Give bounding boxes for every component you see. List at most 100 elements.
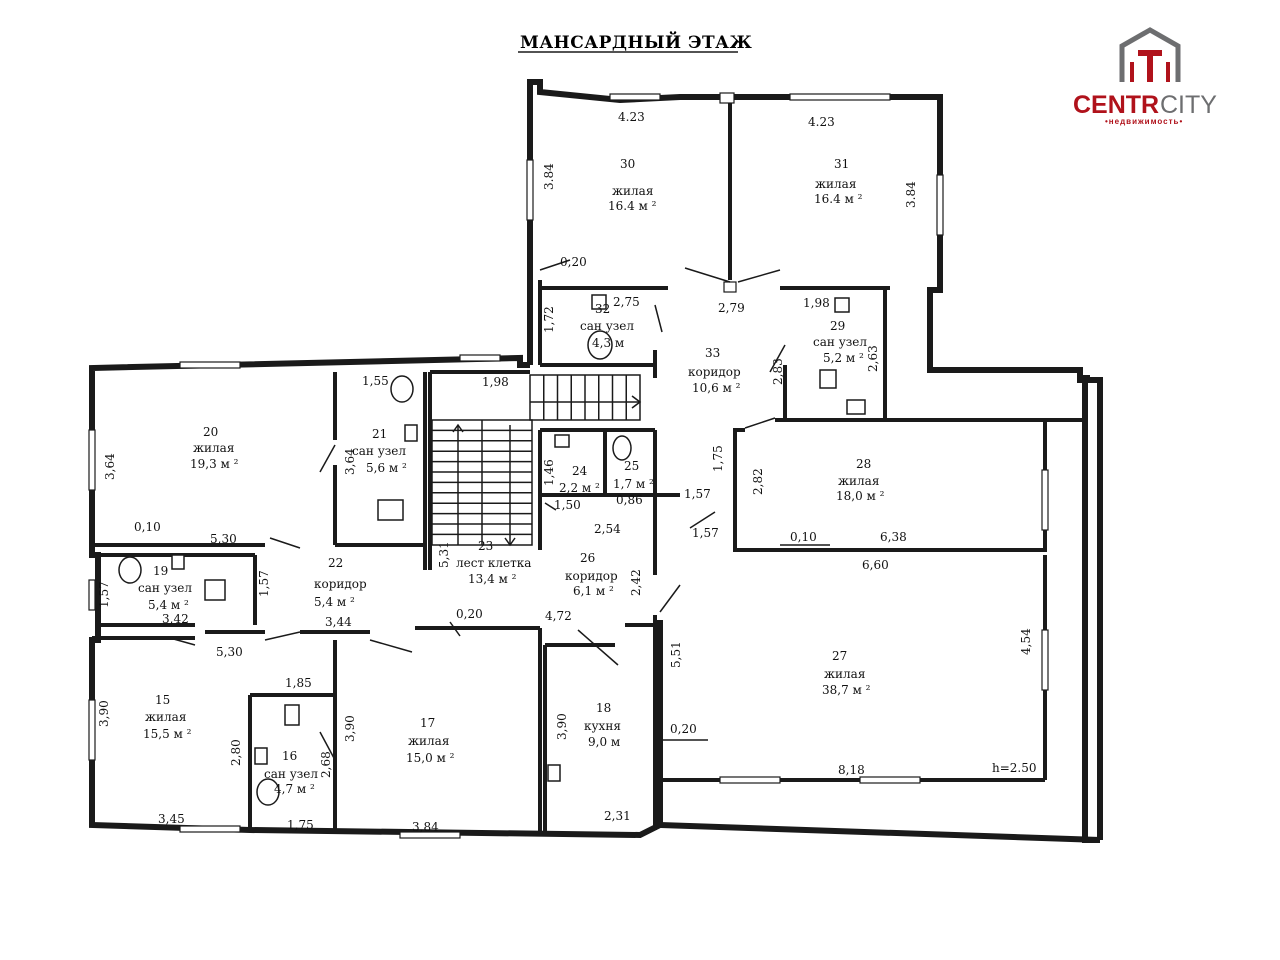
svg-text:25: 25 (624, 459, 639, 473)
dim-0-20a: 0,20 (560, 255, 587, 269)
svg-text:22: 22 (328, 556, 343, 570)
window-15-bottom (179, 825, 241, 833)
room-20-label: 20 жилая 19,3 м ² (190, 425, 239, 471)
dim-3-90c: 3,90 (555, 713, 569, 740)
dim-6-60: 6,60 (862, 558, 889, 572)
svg-text:38,7 м ²: 38,7 м ² (822, 683, 871, 697)
dim-6-38: 6,38 (880, 530, 907, 544)
dim-2-80: 2,80 (229, 739, 243, 766)
svg-text:4,7 м ²: 4,7 м ² (274, 782, 315, 796)
dim-2-82: 2,82 (751, 468, 765, 495)
toilet-icon-32 (587, 330, 613, 360)
window-15-left (88, 699, 96, 761)
svg-text:1,7 м ²: 1,7 м ² (613, 477, 654, 491)
dim-3-84c: 3,84 (412, 820, 439, 834)
dim-2-79: 2,79 (718, 301, 745, 315)
shower-icon-16 (284, 704, 300, 726)
toilet-icon-25 (612, 435, 632, 461)
dim-1-85: 1,85 (285, 676, 312, 690)
interior-walls (92, 97, 1085, 835)
dim-5-51: 5,51 (669, 641, 683, 668)
svg-text:18: 18 (596, 701, 611, 715)
logo-column-icon (1138, 50, 1162, 82)
svg-text:32: 32 (595, 302, 610, 316)
corridor-pier (723, 281, 737, 293)
dim-4-23b: 4.23 (808, 115, 835, 129)
toilet-icon-29 (819, 369, 837, 389)
svg-text:19,3 м ²: 19,3 м ² (190, 457, 239, 471)
window-31-top (789, 93, 891, 101)
dim-1-72: 1,72 (542, 306, 556, 333)
svg-text:26: 26 (580, 551, 595, 565)
dim-2-31: 2,31 (604, 809, 631, 823)
svg-text:жилая: жилая (815, 177, 856, 191)
svg-text:5,4 м ²: 5,4 м ² (148, 598, 189, 612)
svg-text:15,0 м ²: 15,0 м ² (406, 751, 455, 765)
svg-text:сан узел: сан узел (264, 767, 318, 781)
svg-text:24: 24 (572, 464, 588, 478)
svg-text:жилая: жилая (824, 667, 865, 681)
svg-text:31: 31 (834, 157, 849, 171)
svg-text:5,2 м ²: 5,2 м ² (823, 351, 864, 365)
svg-text:кухня: кухня (584, 719, 621, 733)
svg-text:9,0 м: 9,0 м (588, 735, 620, 749)
dim-1-98a: 1,98 (803, 296, 830, 310)
svg-text:жилая: жилая (408, 734, 449, 748)
shower-icon-21 (377, 499, 404, 521)
sink-icon-16 (254, 747, 268, 765)
fixtures (118, 294, 866, 806)
dim-2-63: 2,63 (866, 345, 880, 372)
dim-3-64b: 3,64 (343, 448, 357, 475)
dim-1-98b: 1,98 (482, 375, 509, 389)
svg-text:сан узел: сан узел (580, 319, 634, 333)
svg-text:30: 30 (620, 157, 635, 171)
dim-2-75: 2,75 (613, 295, 640, 309)
svg-text:20: 20 (203, 425, 218, 439)
dim-0-20b: 0,20 (456, 607, 483, 621)
room-25-label: 25 1,7 м ² (613, 459, 654, 491)
svg-text:15,5 м ²: 15,5 м ² (143, 727, 192, 741)
window-20-left (88, 429, 96, 491)
window-28-right (1041, 469, 1049, 531)
svg-text:жилая: жилая (193, 441, 234, 455)
plan-title: МАНСАРДНЫЙ ЭТАЖ (520, 31, 752, 53)
dim-5-31: 5,31 (437, 541, 451, 568)
dim-3-84b: 3.84 (904, 181, 918, 208)
dim-2-42: 2,42 (629, 569, 643, 596)
dim-0-86: 0,86 (616, 493, 643, 507)
svg-text:13,4 м ²: 13,4 м ² (468, 572, 517, 586)
sink-icon-24 (554, 434, 570, 448)
dim-1-75: 1,75 (711, 445, 725, 472)
window-20-top (179, 361, 241, 369)
dim-height: h=2.50 (992, 761, 1037, 775)
window-30-top (609, 93, 661, 101)
dim-1-55: 1,55 (362, 374, 389, 388)
dim-3-42: 3,42 (162, 612, 189, 626)
svg-text:10,6 м ²: 10,6 м ² (692, 381, 741, 395)
sink-icon-19 (171, 554, 185, 570)
svg-text:16.4 м ²: 16.4 м ² (608, 199, 657, 213)
dim-3-44: 3,44 (325, 615, 352, 629)
wall-pier (719, 92, 735, 104)
door-swings (169, 259, 830, 761)
logo-subtitle: •недвижимость• (1105, 117, 1183, 126)
svg-text:сан узел: сан узел (813, 335, 867, 349)
dim-3-64a: 3,64 (103, 453, 117, 480)
svg-text:жилая: жилая (612, 184, 653, 198)
svg-text:коридор: коридор (314, 577, 367, 591)
toilet-icon-19 (118, 556, 142, 584)
window-31-right (936, 174, 944, 236)
dim-3-90a: 3,90 (97, 700, 111, 727)
dim-4-72: 4,72 (545, 609, 572, 623)
svg-text:23: 23 (478, 539, 493, 553)
staircase (431, 374, 642, 547)
logo-house-icon (1119, 27, 1181, 82)
window-19-left (88, 579, 96, 611)
